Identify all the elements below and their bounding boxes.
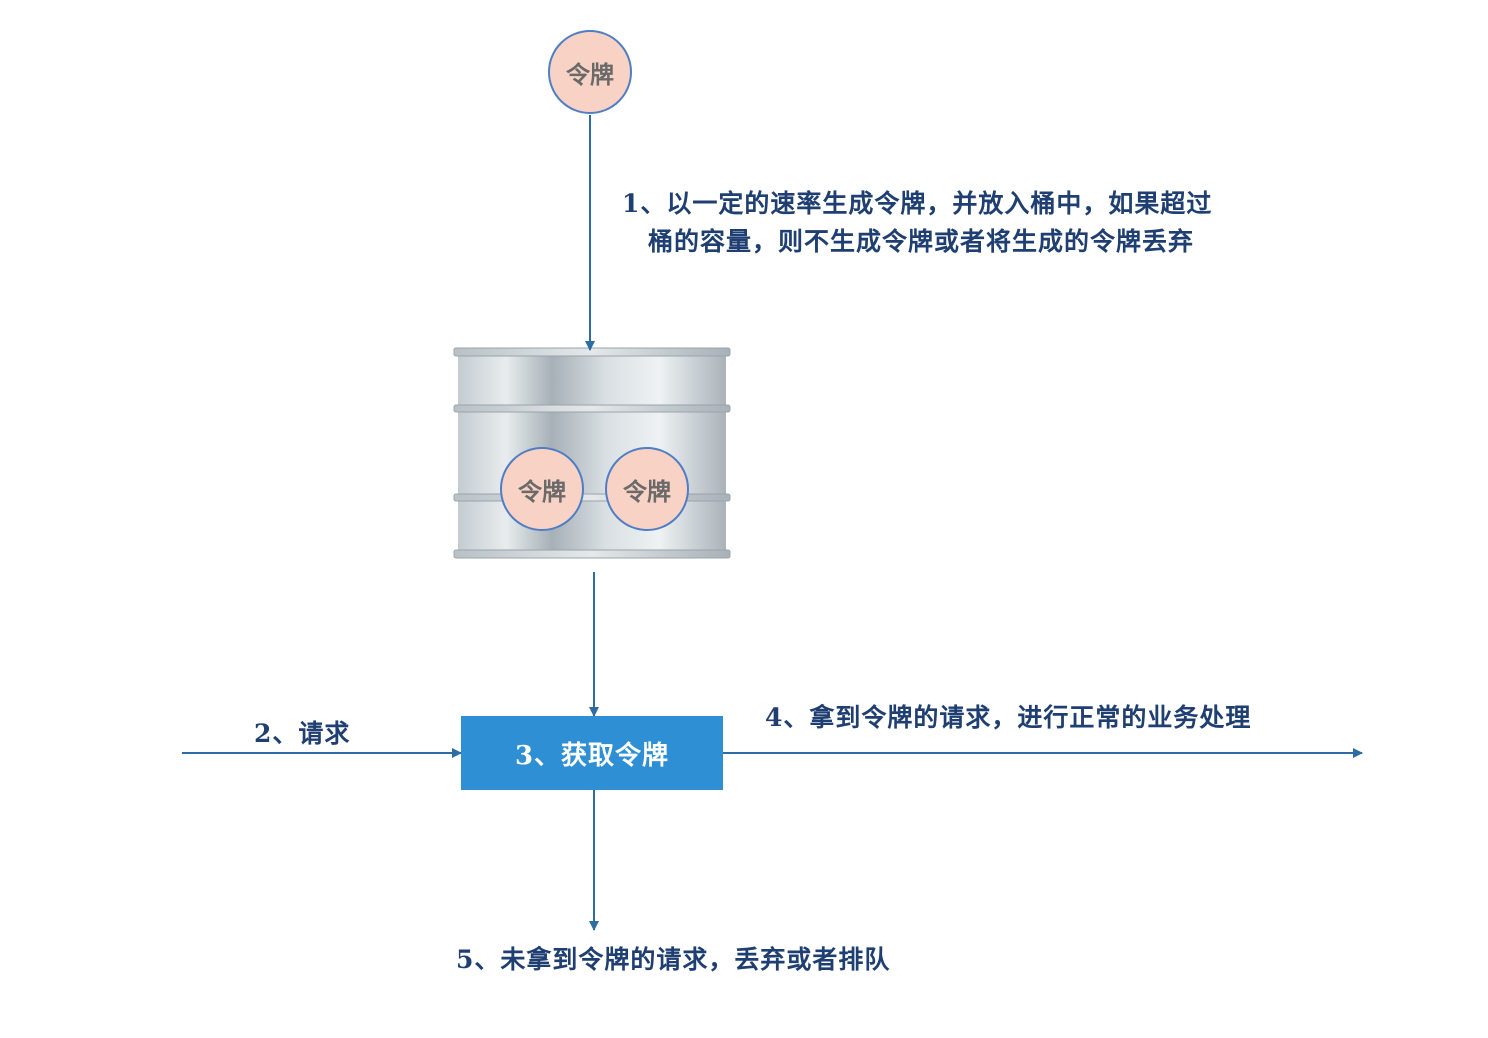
token-in-bucket-2: 令牌 (605, 447, 689, 531)
bucket (453, 347, 731, 559)
step2-label: 2、请求 (254, 719, 351, 748)
step5-label: 5、未拿到令牌的请求，丢弃或者排队 (456, 945, 891, 974)
step1-label-line1: 1、以一定的速率生成令牌，并放入桶中，如果超过 (622, 189, 1213, 218)
step1-label-line2: 桶的容量，则不生成令牌或者将生成的令牌丢弃 (648, 227, 1195, 256)
acquire-token-box: 3、获取令牌 (461, 716, 723, 790)
token-in-bucket-1: 令牌 (500, 447, 584, 531)
step4-label: 4、拿到令牌的请求，进行正常的业务处理 (765, 703, 1252, 732)
token-generator: 令牌 (548, 30, 632, 114)
